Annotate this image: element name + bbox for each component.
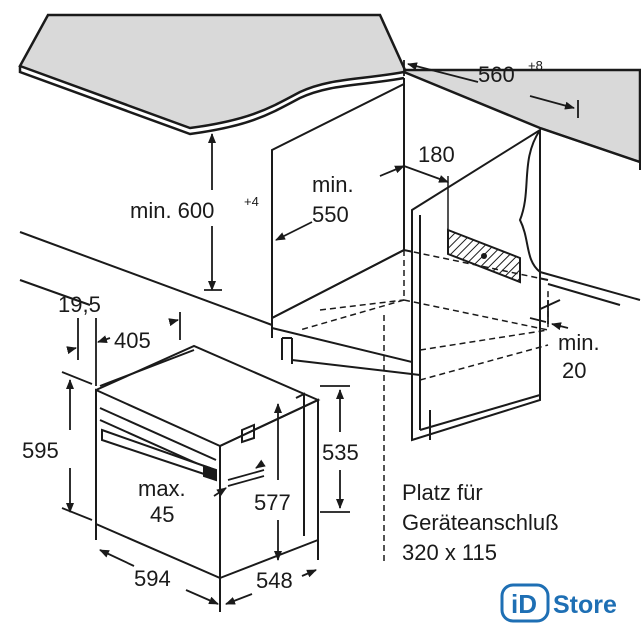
connection-note-line2: Geräteanschluß xyxy=(402,510,559,535)
label-appliance-width: 594 xyxy=(134,566,171,591)
cabinet-niche xyxy=(19,78,641,565)
label-cable-depth-prefix: max. xyxy=(138,476,186,501)
label-appliance-height: 595 xyxy=(22,438,59,463)
label-body-depth: 577 xyxy=(254,490,291,515)
logo-text: Store xyxy=(553,591,617,619)
label-niche-height-tolerance: +4 xyxy=(244,194,259,209)
logo-mark: iD xyxy=(511,589,537,619)
label-niche-width: 560 xyxy=(478,62,515,87)
label-cable-depth: 45 xyxy=(150,502,174,527)
label-appliance-depth: 548 xyxy=(256,568,293,593)
label-body-height: 535 xyxy=(322,440,359,465)
idstore-logo: iD Store xyxy=(500,583,617,623)
dimension-lines xyxy=(61,60,579,605)
connection-note: Platz für Geräteanschluß 320 x 115 xyxy=(402,480,559,565)
connection-note-line3: 320 x 115 xyxy=(402,540,497,565)
dimension-labels: 560 +8 min. 600 +4 min. 550 180 min. 20 … xyxy=(22,58,600,593)
label-front-offset: 405 xyxy=(114,328,151,353)
worktop xyxy=(18,13,641,170)
oven-appliance xyxy=(95,344,321,612)
label-rear-gap: 20 xyxy=(562,358,586,383)
label-niche-depth-prefix: min. xyxy=(312,172,354,197)
label-rear-gap-prefix: min. xyxy=(558,330,600,355)
label-niche-height: min. 600 xyxy=(130,198,214,223)
logo-mark-frame xyxy=(500,583,550,623)
label-front-frame-depth: 19,5 xyxy=(58,292,101,317)
connection-note-line1: Platz für xyxy=(402,480,483,505)
label-socket-offset: 180 xyxy=(418,142,455,167)
label-niche-depth: 550 xyxy=(312,202,349,227)
label-niche-width-tolerance: +8 xyxy=(528,58,543,73)
connection-point xyxy=(481,253,487,259)
